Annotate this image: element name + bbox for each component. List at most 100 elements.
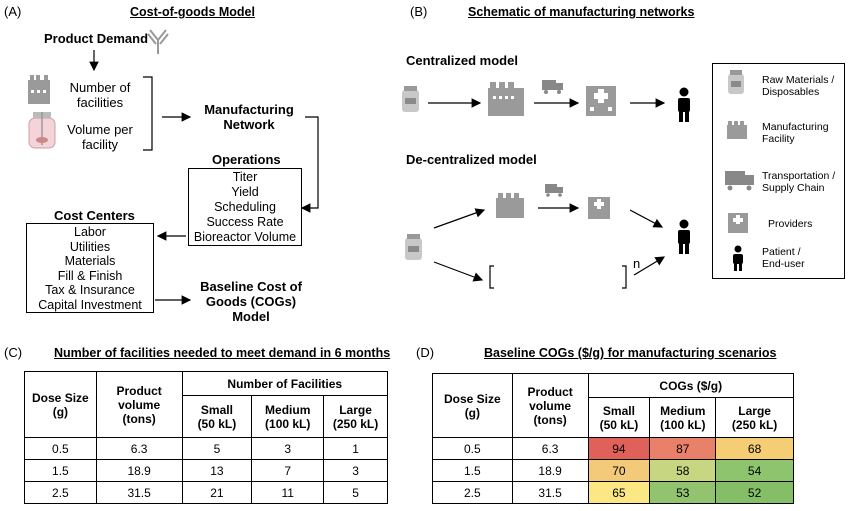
header-dose: Dose Size (g) — [24, 371, 97, 438]
table-cell-dose: 2.5 — [24, 481, 97, 504]
header-small: Small(50 kL) — [181, 395, 253, 438]
table-cell-volume: 6.3 — [511, 437, 589, 460]
panel-c-title: Number of facilities needed to meet dema… — [54, 346, 391, 360]
header-dose: Dose Size (g) — [432, 373, 513, 438]
panel-d-label: (D) — [416, 345, 435, 360]
arrow-network-to-ops — [300, 116, 319, 213]
arrow-d1 — [433, 208, 486, 229]
factory-icon — [488, 82, 524, 116]
cost-centers-title: Cost Centers — [54, 208, 135, 223]
list-item: Titer — [232, 170, 258, 184]
table-cell-volume: 18.9 — [95, 459, 183, 482]
table-cell-dose: 1.5 — [432, 459, 513, 482]
table-cell-dose: 2.5 — [432, 481, 513, 504]
hospital-icon — [728, 213, 748, 233]
list-item: Utilities — [69, 239, 111, 254]
legend-providers: Providers — [768, 218, 813, 230]
list-item: Tax & Insurance — [45, 283, 135, 297]
list-item: Scheduling — [214, 200, 276, 214]
legend-transportation: Transportation / Supply Chain — [762, 170, 836, 194]
table-cell-small: 21 — [181, 481, 253, 504]
raw-materials-icon — [728, 70, 744, 94]
panel-b-label: (B) — [410, 4, 428, 19]
table-cell-large: 54 — [715, 459, 794, 482]
table-cell-large: 3 — [323, 459, 388, 482]
panel-c-label: (C) — [4, 345, 23, 360]
table-cell-small: 94 — [587, 437, 651, 460]
factory-icon — [496, 193, 524, 218]
table-cell-volume: 6.3 — [95, 437, 183, 460]
table-cell-volume: 31.5 — [511, 481, 589, 504]
panel-d-title: Baseline COGs ($/g) for manufacturing sc… — [484, 346, 777, 360]
table-cell-medium: 7 — [251, 459, 325, 482]
bioreactor-icon — [28, 112, 56, 149]
table-cell-volume: 18.9 — [511, 459, 589, 482]
header-small: Small(50 kL) — [587, 397, 651, 438]
header-medium: Medium(100 kL) — [649, 397, 717, 438]
decentralized-label: De-centralized model — [406, 152, 537, 167]
product-demand-label: Product Demand — [44, 31, 149, 46]
centralized-label: Centralized model — [406, 53, 518, 68]
panel-b-title: Schematic of manufacturing networks — [468, 5, 695, 19]
table-cell-small: 13 — [181, 459, 253, 482]
table-cell-medium: 11 — [251, 481, 325, 504]
truck-icon — [545, 184, 563, 197]
list-item: Success Rate — [206, 215, 284, 229]
table-cell-small: 5 — [181, 437, 253, 460]
list-item: Bioreactor Volume — [193, 230, 297, 244]
table-cell-dose: 1.5 — [24, 459, 97, 482]
table-cell-small: 65 — [587, 481, 651, 504]
bracket-right — [622, 265, 627, 289]
patient-icon — [678, 87, 690, 122]
table-cell-medium: 3 — [251, 437, 325, 460]
truck-icon — [725, 171, 754, 191]
header-large: Large(250 kL) — [715, 397, 794, 438]
patient-icon — [733, 245, 743, 271]
panel-a-title: Cost-of-goods Model — [130, 5, 255, 19]
volume-per-facility-label: Volume per facility — [67, 122, 133, 152]
hospital-icon — [586, 86, 616, 116]
header-medium: Medium(100 kL) — [251, 395, 325, 438]
arrow-d2 — [433, 261, 484, 282]
table-cell-small: 70 — [587, 459, 651, 482]
arrow-d5 — [633, 256, 666, 276]
panel-a-label: (A) — [4, 4, 22, 19]
table-cell-large: 52 — [715, 481, 794, 504]
header-product-volume: Product volume (tons) — [511, 373, 589, 438]
table-cell-medium: 87 — [649, 437, 717, 460]
legend-manufacturing: Manufacturing Facility — [762, 121, 829, 145]
header-group: COGs ($/g) — [587, 373, 795, 398]
factory-icon — [28, 75, 50, 104]
patient-icon — [678, 219, 690, 254]
table-cell-volume: 31.5 — [95, 481, 183, 504]
facilities-table: Dose Size (g) Product volume (tons) Numb… — [24, 371, 389, 504]
header-group: Number of Facilities — [181, 371, 389, 396]
table-cell-dose: 0.5 — [432, 437, 513, 460]
list-item: Labor — [74, 225, 106, 239]
list-item: Fill & Finish — [57, 268, 123, 283]
cogs-table: Dose Size (g) Product volume (tons) COGs… — [432, 373, 795, 504]
legend-box — [712, 63, 845, 279]
table-cell-large: 5 — [323, 481, 388, 504]
manufacturing-network-label: Manufacturing Network — [204, 102, 294, 132]
table-cell-large: 68 — [715, 437, 794, 460]
operations-title: Operations — [212, 152, 281, 167]
hospital-icon — [588, 197, 610, 219]
n-label: n — [633, 256, 641, 271]
table-cell-large: 1 — [323, 437, 388, 460]
header-large: Large(250 kL) — [323, 395, 388, 438]
list-item: Yield — [231, 185, 259, 199]
raw-materials-icon — [402, 86, 419, 112]
baseline-cogs-label: Baseline Cost of Goods (COGs) Model — [200, 279, 302, 324]
list-item: Materials — [64, 254, 116, 268]
